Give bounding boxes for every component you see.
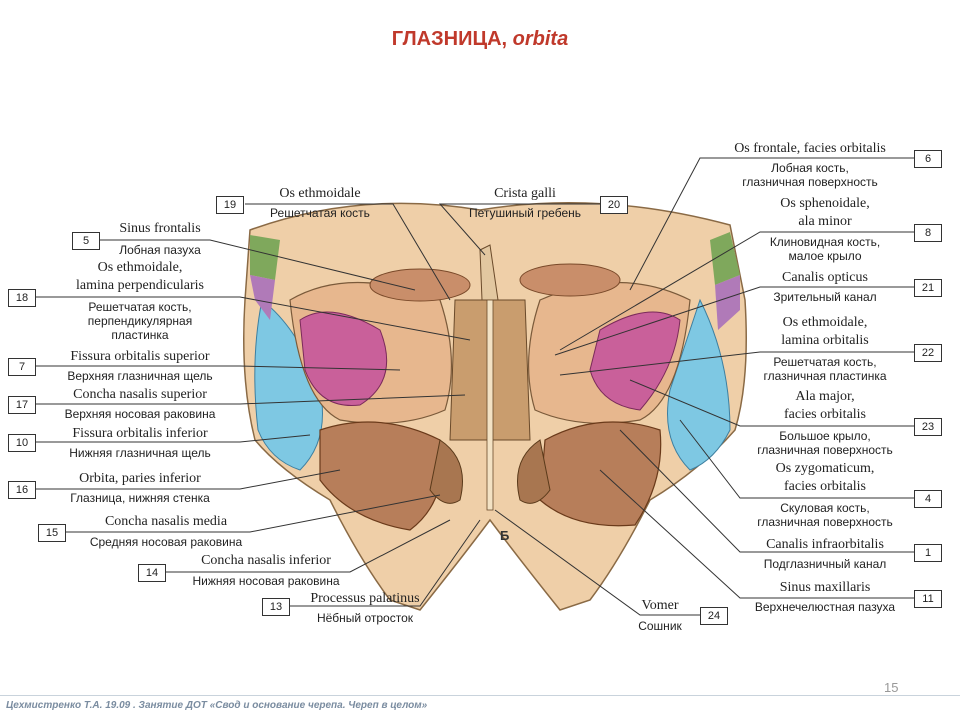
label-number-19: 19 <box>216 196 244 214</box>
label-lamina-perpendicularis-latin1: Os ethmoidale, <box>97 260 183 275</box>
label-lamina-perpendicularis-latin2: lamina perpendicularis <box>76 278 204 293</box>
label-os-ethmoidale-latin: Os ethmoidale <box>279 186 361 201</box>
label-lamina-perpendicularis-ru1: Решетчатая кость, <box>88 300 192 314</box>
title-latin: orbita <box>512 28 569 50</box>
label-number-15: 15 <box>38 524 66 542</box>
label-number-21: 21 <box>914 279 942 297</box>
label-ala-minor-latin1: Os sphenoidale, <box>780 196 870 211</box>
label-concha-nasalis-media-ru: Средняя носовая раковина <box>89 535 243 549</box>
label-concha-nasalis-inferior-latin: Concha nasalis inferior <box>201 553 331 568</box>
label-number-11: 11 <box>914 590 942 608</box>
figure-letter: Б <box>500 528 509 543</box>
label-os-frontale-ru2: глазничная поверхность <box>742 175 878 189</box>
label-number-8: 8 <box>914 224 942 242</box>
label-ala-major-ru1: Большое крыло, <box>779 429 871 443</box>
label-crista-galli-latin: Crista galli <box>494 186 556 201</box>
label-processus-palatinus-latin: Processus palatinus <box>310 591 420 606</box>
label-number-4: 4 <box>914 490 942 508</box>
label-number-20: 20 <box>600 196 628 214</box>
label-lamina-orbitalis-latin2: lamina orbitalis <box>781 333 869 348</box>
label-ala-major-latin1: Ala major, <box>795 389 855 404</box>
label-number-13: 13 <box>262 598 290 616</box>
label-concha-nasalis-superior-latin: Concha nasalis superior <box>73 387 207 402</box>
label-ala-major-latin2: facies orbitalis <box>783 407 867 422</box>
label-canalis-infraorbitalis-ru: Подглазничный канал <box>763 557 887 571</box>
label-sinus-maxillaris-ru: Верхнечелюстная пазуха <box>754 600 896 614</box>
leader-lines <box>10 157 940 616</box>
label-concha-nasalis-superior-ru: Верхняя носовая раковина <box>64 407 216 421</box>
label-number-24: 24 <box>700 607 728 625</box>
label-lamina-orbitalis-ru1: Решетчатая кость, <box>773 355 877 369</box>
label-concha-nasalis-media-latin: Concha nasalis media <box>104 514 228 529</box>
label-number-17: 17 <box>8 396 36 414</box>
label-orbita-paries-inferior-ru: Глазница, нижняя стенка <box>70 491 210 505</box>
label-vomer-ru: Сошник <box>638 619 682 633</box>
label-lamina-perpendicularis-ru3: пластинка <box>111 328 169 342</box>
label-lamina-orbitalis-ru2: глазничная пластинка <box>763 369 887 383</box>
footer-text: Цехмистренко Т.А. 19.09 . Занятие ДОТ «С… <box>6 700 428 711</box>
label-canalis-opticus-latin: Canalis opticus <box>782 270 868 285</box>
title-main: ГЛАЗНИЦА, <box>391 28 508 50</box>
label-os-zygomaticum-latin2: facies orbitalis <box>783 479 867 494</box>
label-number-1: 1 <box>914 544 942 562</box>
label-sinus-frontalis-ru: Лобная пазуха <box>119 243 201 257</box>
label-number-22: 22 <box>914 344 942 362</box>
label-number-7: 7 <box>8 358 36 376</box>
maxillary-sinus-right <box>539 421 662 527</box>
page-number: 15 <box>884 680 899 695</box>
label-number-18: 18 <box>8 289 36 307</box>
label-number-23: 23 <box>914 418 942 436</box>
label-number-14: 14 <box>138 564 166 582</box>
label-sinus-maxillaris-latin: Sinus maxillaris <box>779 580 871 595</box>
label-vomer-latin: Vomer <box>641 598 679 613</box>
label-fissura-orbitalis-superior-latin: Fissura orbitalis superior <box>70 349 210 364</box>
label-ala-minor-latin2: ala minor <box>798 214 852 229</box>
label-os-zygomaticum-latin1: Os zygomaticum, <box>775 461 875 476</box>
label-canalis-opticus-ru: Зрительный канал <box>773 290 877 304</box>
label-ala-minor-ru1: Клиновидная кость, <box>769 235 881 249</box>
label-crista-galli-ru: Петушиный гребень <box>468 206 582 220</box>
zygomatic-right <box>667 298 731 471</box>
label-ala-minor-ru2: малое крыло <box>788 249 862 263</box>
label-canalis-infraorbitalis-latin: Canalis infraorbitalis <box>766 537 884 552</box>
label-os-zygomaticum-ru2: глазничная поверхность <box>757 515 893 529</box>
label-sinus-frontalis-latin: Sinus frontalis <box>119 221 201 236</box>
label-concha-nasalis-inferior-ru: Нижняя носовая раковина <box>192 574 340 588</box>
label-fissura-orbitalis-inferior-latin: Fissura orbitalis inferior <box>72 426 208 441</box>
label-os-frontale-latin: Os frontale, facies orbitalis <box>734 141 886 156</box>
label-ala-major-ru2: глазничная поверхность <box>757 443 893 457</box>
footer-divider <box>0 695 960 696</box>
label-orbita-paries-inferior-latin: Orbita, paries inferior <box>79 471 201 486</box>
label-os-ethmoidale-ru: Решетчатая кость <box>270 206 370 220</box>
label-processus-palatinus-ru: Нёбный отросток <box>316 611 414 625</box>
label-lamina-perpendicularis-ru2: перпендикулярная <box>87 314 193 328</box>
label-os-zygomaticum-ru1: Скуловая кость, <box>780 501 870 515</box>
label-os-frontale-ru1: Лобная кость, <box>771 161 849 175</box>
label-lamina-orbitalis-latin1: Os ethmoidale, <box>782 315 868 330</box>
label-number-10: 10 <box>8 434 36 452</box>
label-number-5: 5 <box>72 232 100 250</box>
label-number-16: 16 <box>8 481 36 499</box>
label-fissura-orbitalis-inferior-ru: Нижняя глазничная щель <box>69 446 211 460</box>
page-title: ГЛАЗНИЦА, orbita <box>0 28 960 51</box>
label-number-6: 6 <box>914 150 942 168</box>
label-fissura-orbitalis-superior-ru: Верхняя глазничная щель <box>67 369 213 383</box>
